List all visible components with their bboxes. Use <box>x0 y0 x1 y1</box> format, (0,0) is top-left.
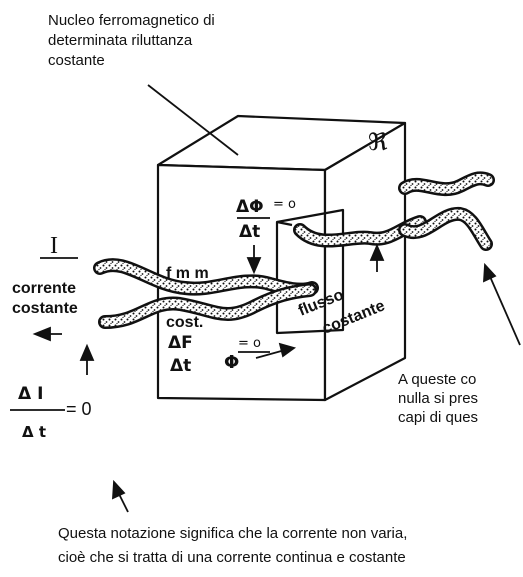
core-side-face <box>323 121 407 402</box>
delta-phi-numerator: ΔΦ <box>236 197 264 217</box>
right-caption-line-3: capi di ques <box>398 409 479 426</box>
cost-label: cost. <box>166 314 204 331</box>
top-caption-line-1: Nucleo ferromagnetico di <box>48 12 215 29</box>
delta-i-denominator: Δ t <box>22 423 47 441</box>
delta-phi-equals-zero: = o <box>273 197 296 212</box>
current-symbol: I <box>50 233 58 259</box>
ferromagnetic-core <box>156 114 407 402</box>
right-caption-line-1: A queste co <box>398 371 477 388</box>
delta-i-up-arrow-head <box>79 343 95 361</box>
bottom-caption-line-1: Questa notazione significa che la corren… <box>58 525 408 542</box>
right-caption-line-2: nulla si pres <box>398 390 479 407</box>
current-label-corrente: corrente <box>12 280 77 297</box>
top-caption-leader <box>147 84 239 156</box>
delta-phi-denominator: Δt <box>239 222 261 242</box>
delta-i-numerator: Δ I <box>18 384 44 404</box>
current-label-costante: costante <box>12 300 78 317</box>
annotation-arrows <box>10 84 521 513</box>
fmm-label: f m m <box>166 265 209 282</box>
top-caption-line-2: determinata riluttanza <box>48 32 193 49</box>
flux-arrow-head <box>278 342 297 358</box>
dphi-down-arrow-head <box>246 257 262 275</box>
flux-symbol: Φ <box>224 352 240 373</box>
bottom-caption-line-2: cioè che si tratta di una corrente conti… <box>58 549 406 566</box>
delta-i-equals-zero: = 0 <box>66 399 92 419</box>
reluctance-symbol: ℜ <box>368 128 388 156</box>
delta-f-numerator: ΔF <box>168 333 193 353</box>
delta-f-denominator: Δt <box>170 356 192 376</box>
right-caption-leader <box>487 271 521 346</box>
current-arrow-head <box>32 326 51 342</box>
top-caption-line-3: costante <box>48 52 105 69</box>
window-up-arrow-head <box>369 243 385 261</box>
delta-f-equals-zero: = o <box>238 336 261 351</box>
conductor-wires <box>93 171 495 329</box>
